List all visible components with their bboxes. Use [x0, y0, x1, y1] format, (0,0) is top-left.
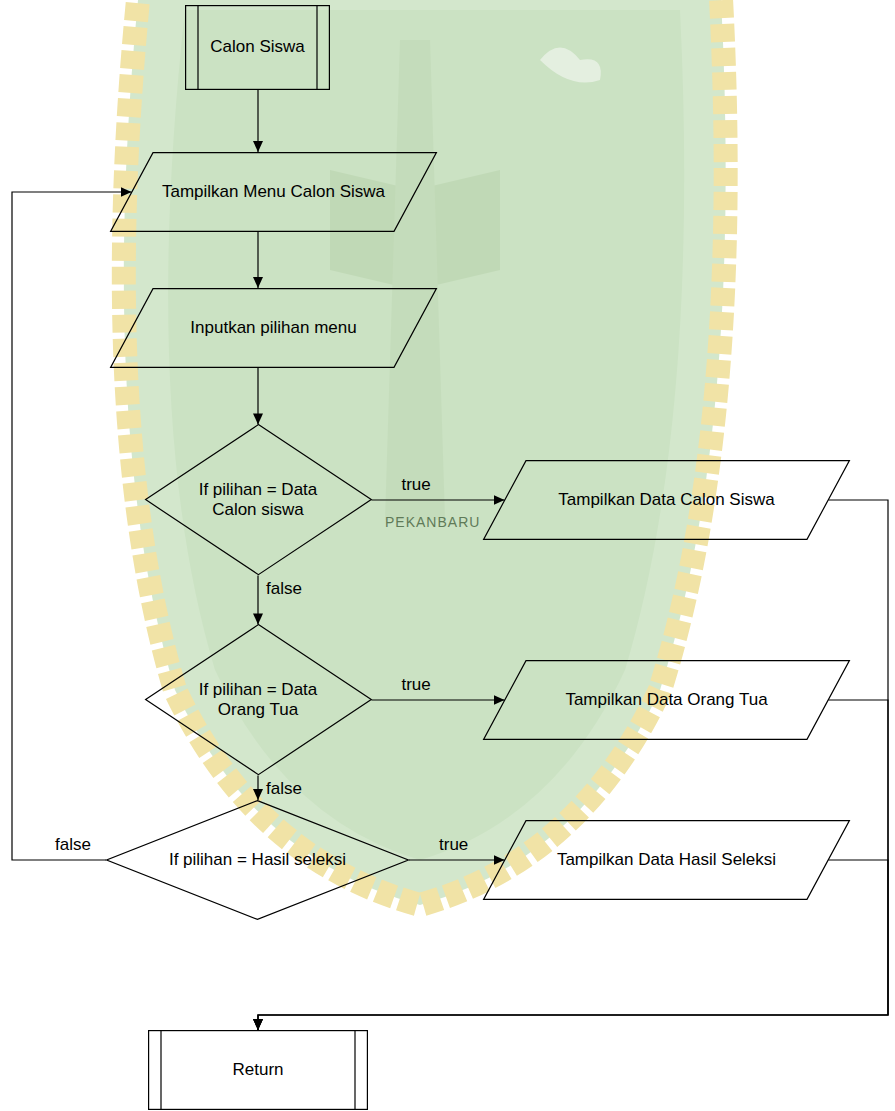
edge-label: true	[401, 675, 430, 695]
node-label: Tampilkan Data Hasil Seleksi	[557, 850, 776, 870]
edge-label: true	[439, 835, 468, 855]
node-text-group: Tampilkan Menu Calon Siswa	[162, 182, 385, 202]
node-label: If pilihan = Data Calon siswa	[186, 480, 329, 521]
decision-diamond: If pilihan = Data Orang Tua	[145, 624, 372, 775]
flow-arrow	[371, 499, 504, 500]
flow-arrow	[371, 699, 504, 700]
node-label: Tampilkan Data Calon Siswa	[558, 490, 774, 510]
node-text-group: Tampilkan Data Orang Tua	[565, 690, 767, 710]
watermark-tower	[385, 40, 445, 520]
node-label: If pilihan = Hasil seleksi	[169, 850, 346, 870]
node-text-group: Tampilkan Data Calon Siswa	[558, 490, 774, 510]
flow-arrow	[258, 700, 888, 1030]
node-label: If pilihan = Data Orang Tua	[186, 680, 329, 721]
flow-arrow	[258, 500, 888, 1030]
flow-arrow	[257, 576, 258, 625]
io-parallelogram: Tampilkan Data Hasil Seleksi	[483, 820, 850, 900]
io-parallelogram: Tampilkan Data Calon Siswa	[483, 460, 850, 540]
flow-arrow	[258, 860, 888, 1030]
node-label: Calon Siswa	[210, 37, 305, 57]
flow-arrow	[257, 90, 258, 152]
edge-label: false	[266, 579, 302, 599]
watermark-text: PEKANBARU	[385, 514, 480, 530]
node-text-group: Tampilkan Data Hasil Seleksi	[557, 850, 776, 870]
flow-arrow	[12, 192, 132, 860]
node-label: Tampilkan Data Orang Tua	[565, 690, 767, 710]
watermark-shield	[124, 0, 726, 905]
node-label: Tampilkan Menu Calon Siswa	[162, 182, 385, 202]
node-text-group: If pilihan = Data Orang Tua	[186, 680, 329, 721]
flow-arrow	[257, 232, 258, 288]
io-parallelogram: Inputkan pilihan menu	[110, 288, 437, 368]
node-label: Inputkan pilihan menu	[190, 318, 356, 338]
io-parallelogram: Tampilkan Data Orang Tua	[483, 660, 850, 740]
watermark-inner	[168, 10, 684, 860]
node-text-group: Calon Siswa	[210, 37, 305, 57]
node-text-group: Return	[232, 1060, 283, 1080]
decision-diamond: If pilihan = Data Calon siswa	[145, 424, 372, 575]
edge-label: false	[55, 835, 91, 855]
flow-arrow	[257, 776, 258, 800]
subroutine-box: Return	[148, 1030, 368, 1110]
watermark-cloud	[540, 48, 601, 83]
node-text-group: If pilihan = Data Calon siswa	[186, 480, 329, 521]
flow-arrow	[409, 859, 505, 860]
flow-arrow	[257, 368, 258, 424]
decision-diamond: If pilihan = Hasil seleksi	[106, 800, 409, 920]
edge-label: true	[401, 475, 430, 495]
io-parallelogram: Tampilkan Menu Calon Siswa	[110, 152, 437, 232]
node-text-group: Inputkan pilihan menu	[190, 318, 356, 338]
edge-label: false	[266, 779, 302, 799]
subroutine-box: Calon Siswa	[185, 5, 330, 90]
node-text-group: If pilihan = Hasil seleksi	[169, 850, 346, 870]
node-label: Return	[232, 1060, 283, 1080]
